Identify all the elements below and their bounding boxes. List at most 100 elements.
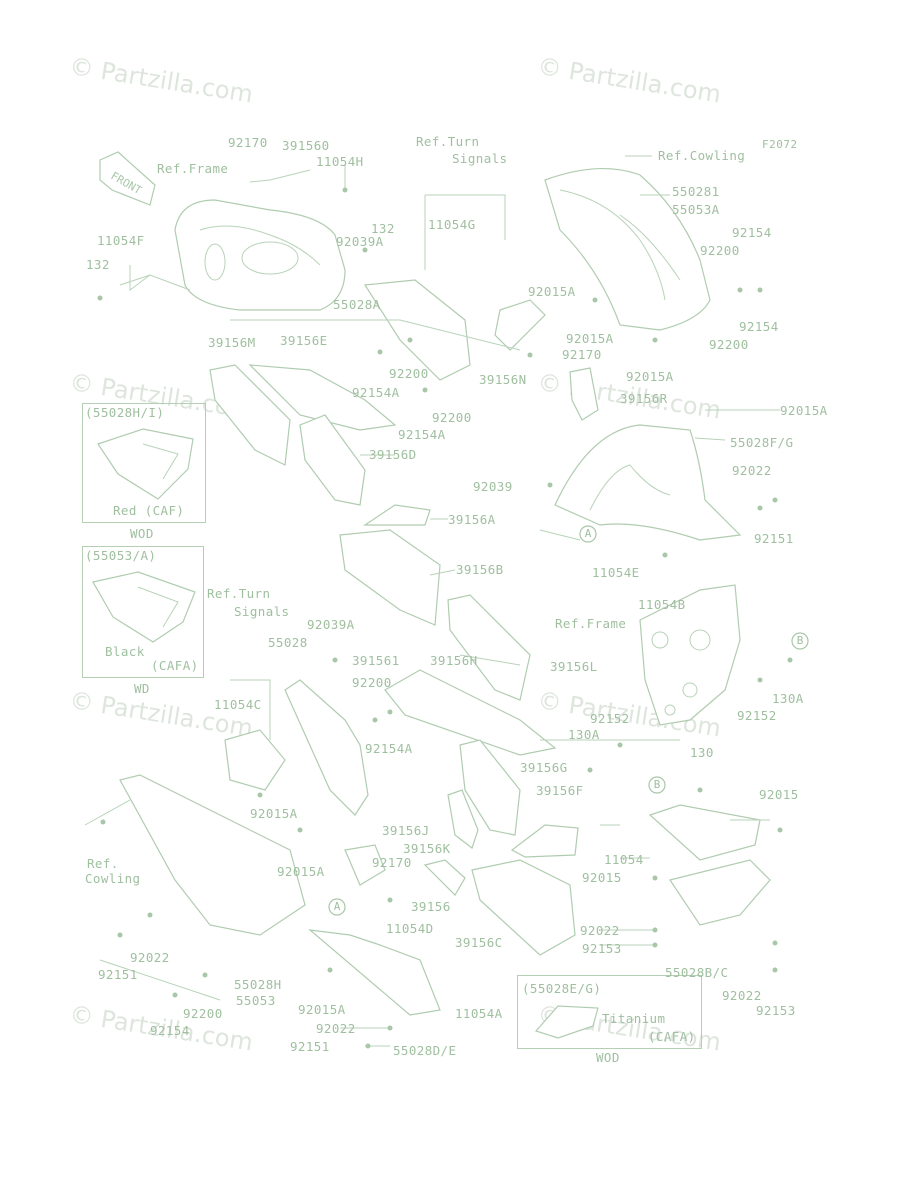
part-label: 39156A <box>448 512 496 527</box>
middle-fairing-drawing <box>554 424 742 541</box>
part-label: 92154A <box>352 385 400 400</box>
part-label: 11054D <box>386 921 434 936</box>
part-label: 39156K <box>403 841 451 856</box>
lower-cowling-drawing <box>308 804 771 1016</box>
part-label: 55028A <box>333 297 381 312</box>
part-label: 391560 <box>282 138 330 153</box>
callout-b-circle <box>648 776 666 794</box>
part-label: 130A <box>568 727 600 742</box>
part-label: 92170 <box>562 347 602 362</box>
inset-color: Black <box>105 644 145 659</box>
part-label: 55028F/G <box>730 435 794 450</box>
diagram-code: F2072 <box>762 138 798 151</box>
part-label: 92015A <box>528 284 576 299</box>
part-label: 92022 <box>580 923 620 938</box>
part-label: 92022 <box>130 950 170 965</box>
fastener-dots <box>97 187 793 1049</box>
callout-a-circle <box>579 525 597 543</box>
inset-part-number: (55053/A) <box>85 548 157 563</box>
part-label: 92154 <box>739 319 779 334</box>
part-label: 39156H <box>430 653 478 668</box>
part-label: 92152 <box>737 708 777 723</box>
part-label: 39156L <box>550 659 598 674</box>
inset-color: Red (CAF) <box>113 503 185 518</box>
part-label: 92022 <box>732 463 772 478</box>
part-label: Ref.Turn <box>416 134 480 149</box>
inner-panels-drawing <box>209 279 599 956</box>
part-label: 39156G <box>520 760 568 775</box>
part-label: 92200 <box>352 675 392 690</box>
part-label: 132 <box>371 221 395 236</box>
part-label: 92200 <box>183 1006 223 1021</box>
inset-color-code: (CAFA) <box>648 1029 696 1044</box>
side-cowling-drawing <box>119 679 386 936</box>
callout-b: B <box>796 634 804 647</box>
frame-right-drawing <box>639 584 741 726</box>
inset-code: WOD <box>130 526 154 541</box>
part-label: 55028H <box>234 977 282 992</box>
part-label: 92154A <box>365 741 413 756</box>
part-label: 11054H <box>316 154 364 169</box>
inset-color: Titanium <box>602 1011 666 1026</box>
part-label: 92151 <box>754 531 794 546</box>
part-label: 92015A <box>780 403 828 418</box>
part-label: 11054F <box>97 233 145 248</box>
part-label: 92039A <box>307 617 355 632</box>
part-label: Ref.Cowling <box>658 148 746 163</box>
part-label: 92153 <box>756 1003 796 1018</box>
callout-a: A <box>584 527 592 540</box>
part-label: 92151 <box>290 1039 330 1054</box>
part-label: 92170 <box>228 135 268 150</box>
part-label: 130A <box>772 691 804 706</box>
part-label: 92039A <box>336 234 384 249</box>
part-label: 92015A <box>277 864 325 879</box>
part-label: Ref.Frame <box>555 616 627 631</box>
part-label: 39156R <box>620 391 668 406</box>
callout-a: A <box>333 900 341 913</box>
part-label: Ref.Turn <box>207 586 271 601</box>
part-label: 39156B <box>456 562 504 577</box>
inset-titanium-cafa: (55028E/G) Titanium (CAFA) <box>517 975 702 1049</box>
part-label: 92015A <box>626 369 674 384</box>
part-label: Ref.Frame <box>157 161 229 176</box>
part-label: Cowling <box>85 871 141 886</box>
part-label: Ref. <box>87 856 119 871</box>
part-label: 11054 <box>604 852 644 867</box>
part-label: 11054E <box>592 565 640 580</box>
part-label: 11054B <box>638 597 686 612</box>
part-label: 55028 <box>268 635 308 650</box>
part-label: 55028B/C <box>665 965 729 980</box>
callout-b-circle <box>791 632 809 650</box>
inset-part-number: (55028H/I) <box>85 405 165 420</box>
part-label: 132 <box>86 257 110 272</box>
part-label: 11054G <box>428 217 476 232</box>
inset-part-number: (55028E/G) <box>522 981 602 996</box>
part-label: 92200 <box>700 243 740 258</box>
part-label: 391561 <box>352 653 400 668</box>
upper-cowling-drawing <box>544 168 711 331</box>
part-label: 92200 <box>432 410 472 425</box>
part-label: 39156C <box>455 935 503 950</box>
part-label: 92015 <box>759 787 799 802</box>
part-label: 92015A <box>250 806 298 821</box>
inset-black-cafa: (55053/A) Black (CAFA) <box>82 546 204 678</box>
part-label: 92022 <box>722 988 762 1003</box>
callout-b: B <box>653 778 661 791</box>
part-label: 92200 <box>389 366 429 381</box>
part-label: 92152 <box>590 711 630 726</box>
inset-red-caf: (55028H/I) Red (CAF) <box>82 403 206 523</box>
part-label: 39156 <box>411 899 451 914</box>
part-label: 55053 <box>236 993 276 1008</box>
inset-color-code: (CAFA) <box>151 658 199 673</box>
part-label: 39156D <box>369 447 417 462</box>
part-label: 92154 <box>150 1023 190 1038</box>
part-label: 39156J <box>382 823 430 838</box>
part-label: 92200 <box>709 337 749 352</box>
part-label: 55053A <box>672 202 720 217</box>
part-label: 39156F <box>536 783 584 798</box>
leader-lines <box>84 155 780 1047</box>
part-label: 92039 <box>473 479 513 494</box>
part-label: 11054A <box>455 1006 503 1021</box>
part-label: 550281 <box>672 184 720 199</box>
